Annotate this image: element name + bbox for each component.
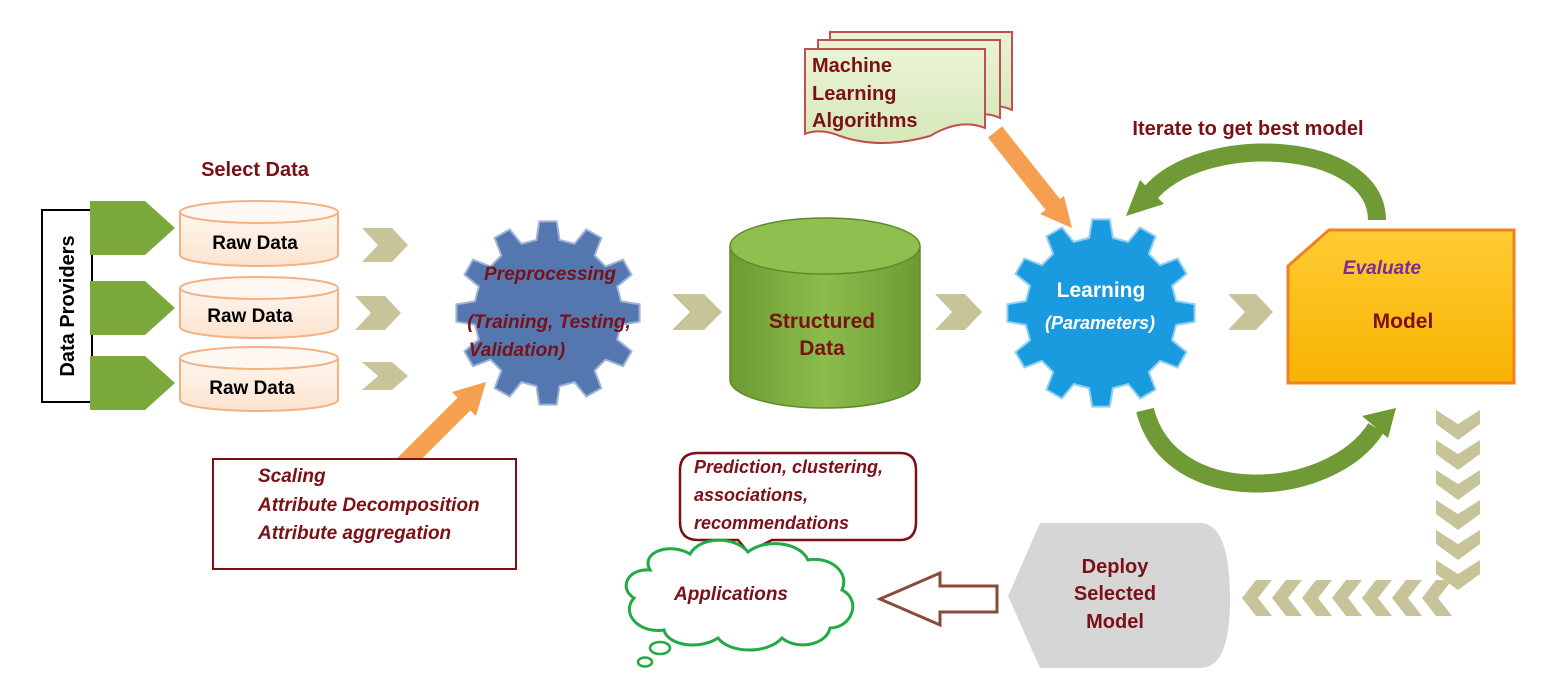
applications-cloud: Applications xyxy=(624,538,855,668)
raw-data-label: Raw Data xyxy=(212,233,298,254)
structured-data-line2: Data xyxy=(799,337,845,360)
ml-algorithms-document: Machine Learning Algorithms xyxy=(804,31,1013,144)
preprocessing-detail-line2: Validation) xyxy=(469,340,565,361)
outcome-line1: Prediction, clustering, xyxy=(694,457,883,477)
chevron-icon xyxy=(1436,470,1480,500)
deploy-line3: Model xyxy=(1086,611,1144,633)
chevron-icon xyxy=(1436,440,1480,470)
select-data-label: Select Data xyxy=(201,159,310,181)
raw-to-preprocessing-chevrons xyxy=(355,228,408,390)
evaluate-title: Evaluate xyxy=(1343,258,1422,279)
chevron-icon xyxy=(1228,294,1273,330)
chevron-icon xyxy=(1436,530,1480,560)
ml-algorithms-line1: Machine xyxy=(812,55,892,77)
provider-arrow xyxy=(90,201,175,255)
chevron-icon xyxy=(1436,500,1480,530)
chevron-icon xyxy=(1436,560,1480,590)
iterate-arrows xyxy=(1126,143,1396,493)
applications-label: Applications xyxy=(673,584,788,605)
raw-data-label: Raw Data xyxy=(207,306,293,327)
chevron-icon xyxy=(1362,580,1392,616)
chevron-icon xyxy=(1436,410,1480,440)
raw-data-cylinder: Raw Data xyxy=(179,346,339,412)
outcomes-bubble: Prediction, clustering, associations, re… xyxy=(678,451,918,554)
deploy-line1: Deploy xyxy=(1082,556,1150,578)
ml-algorithms-line3: Algorithms xyxy=(812,110,918,132)
arrow-head-icon xyxy=(1362,408,1396,438)
learning-subtitle: (Parameters) xyxy=(1045,313,1155,333)
deploy-model-shape: Deploy Selected Model xyxy=(1008,523,1230,668)
data-providers-label: Data Providers xyxy=(57,235,79,376)
chevron-icon xyxy=(1242,580,1272,616)
learning-gear: Learning (Parameters) xyxy=(1006,218,1196,408)
chevron-icon xyxy=(1302,580,1332,616)
method-decomposition: Attribute Decomposition xyxy=(257,495,480,516)
algorithms-to-learning-arrow xyxy=(987,126,1072,228)
deploy-to-applications-arrow xyxy=(876,570,999,628)
chevron-icon xyxy=(355,296,401,330)
raw-data-label: Raw Data xyxy=(209,378,295,399)
chevron-icon xyxy=(1422,580,1452,616)
learning-title: Learning xyxy=(1057,279,1146,302)
evaluate-model-label: Model xyxy=(1373,310,1434,333)
ml-algorithms-line2: Learning xyxy=(812,83,896,105)
chevron-icon xyxy=(362,362,408,390)
evaluate-to-deploy-chevrons xyxy=(1436,410,1480,590)
methods-to-preprocessing-arrow xyxy=(391,382,486,477)
chevron-icon xyxy=(1272,580,1302,616)
chevron-icon xyxy=(672,294,722,330)
provider-arrow xyxy=(90,281,175,335)
preprocessing-methods-box: Scaling Attribute Decomposition Attribut… xyxy=(212,458,517,570)
preprocessing-detail-line1: (Training, Testing, xyxy=(467,312,631,333)
chevron-icon xyxy=(1332,580,1362,616)
provider-arrow xyxy=(90,356,175,410)
iterate-label: Iterate to get best model xyxy=(1132,118,1363,140)
provider-arrows xyxy=(90,201,175,410)
raw-data-cylinder: Raw Data xyxy=(179,200,339,267)
deploy-line2: Selected xyxy=(1074,583,1156,605)
arrow-head-icon xyxy=(1126,180,1164,216)
preprocessing-gear: Preprocessing (Training, Testing, Valida… xyxy=(455,220,641,406)
raw-data-cylinder: Raw Data xyxy=(179,276,339,339)
evaluate-model-card: Evaluate Model xyxy=(1286,228,1516,385)
preprocessing-title: Preprocessing xyxy=(484,264,616,285)
method-aggregation: Attribute aggregation xyxy=(257,523,451,544)
chevron-icon xyxy=(935,294,982,330)
structured-data-cylinder: Structured Data xyxy=(729,217,921,409)
chevron-icon xyxy=(362,228,408,262)
method-scaling: Scaling xyxy=(258,466,326,487)
deploy-chevrons xyxy=(1242,580,1452,616)
structured-data-line1: Structured xyxy=(769,310,875,333)
data-providers-box: Data Providers xyxy=(41,209,93,403)
outcome-line2: associations, xyxy=(694,485,808,505)
chevron-icon xyxy=(1392,580,1422,616)
outcome-line3: recommendations xyxy=(694,513,849,533)
